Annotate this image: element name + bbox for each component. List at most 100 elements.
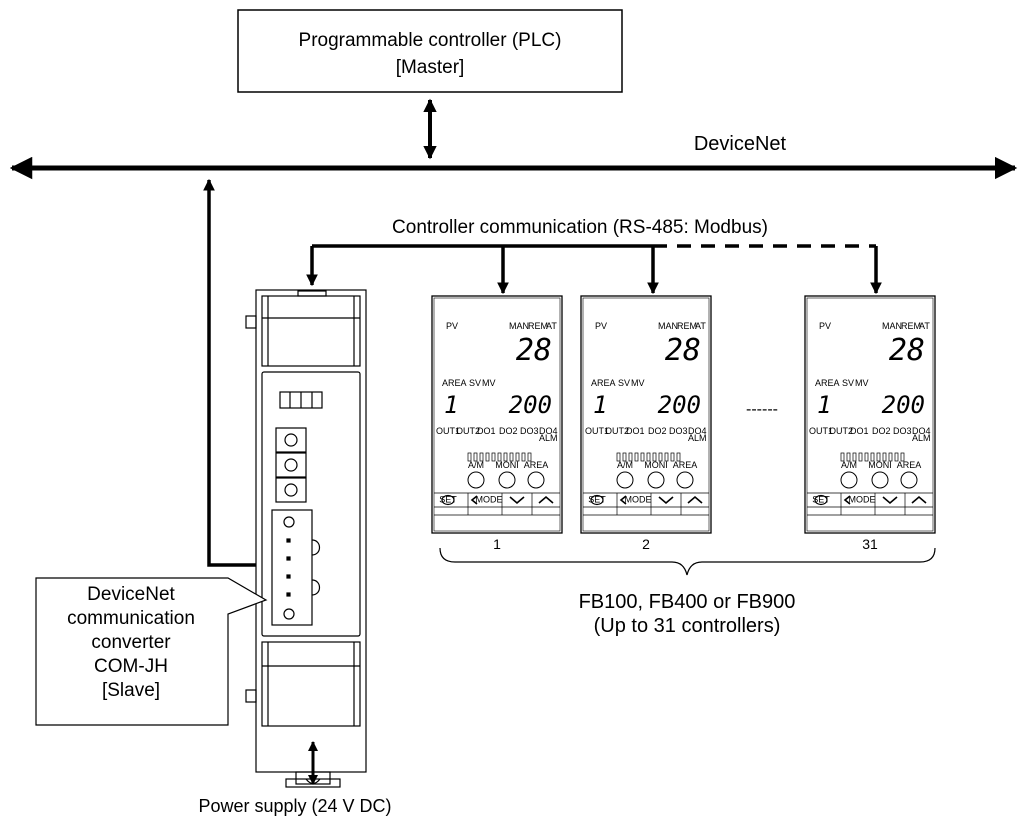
area-button[interactable] xyxy=(900,471,918,489)
down-key-icon[interactable] xyxy=(509,496,525,505)
am-button[interactable] xyxy=(467,471,485,489)
down-key-icon[interactable] xyxy=(658,496,674,505)
out1-label: OUT1 xyxy=(585,426,609,436)
rem-label: REM xyxy=(528,321,548,331)
mode-key-icon[interactable] xyxy=(470,495,478,505)
alm-label: ALM xyxy=(912,433,931,443)
do2-label: DO2 xyxy=(648,426,667,436)
controllers-brace xyxy=(439,547,936,576)
power-label: Power supply (24 V DC) xyxy=(198,796,391,816)
status-led xyxy=(894,452,899,462)
man-label: MAN xyxy=(658,321,678,331)
out2-label: OUT2 xyxy=(605,426,629,436)
group-label-line-2: (Up to 31 controllers) xyxy=(594,615,781,637)
mode-key-label: MODE xyxy=(625,495,652,505)
area-button-label: AREA xyxy=(524,460,549,470)
devicenet-label: DeviceNet xyxy=(694,133,787,155)
status-led xyxy=(840,452,845,462)
area-display: 1 xyxy=(444,391,458,419)
man-label: MAN xyxy=(509,321,529,331)
set-key-label: SET xyxy=(588,495,606,505)
status-led xyxy=(870,452,875,462)
sv-display: 200 xyxy=(658,391,701,419)
pv-label: PV xyxy=(446,321,458,331)
area-button[interactable] xyxy=(527,471,545,489)
status-led xyxy=(485,452,490,462)
am-button[interactable] xyxy=(616,471,634,489)
status-led xyxy=(503,452,508,462)
status-led xyxy=(664,452,669,462)
at-label: AT xyxy=(695,321,706,331)
do2-label: DO2 xyxy=(872,426,891,436)
moni-label: MONI xyxy=(495,460,519,470)
sv-label: SV xyxy=(618,378,630,388)
status-led xyxy=(527,452,532,462)
mode-key-icon[interactable] xyxy=(619,495,627,505)
set-key-label: SET xyxy=(439,495,457,505)
mv-label: MV xyxy=(631,378,645,388)
status-led xyxy=(634,452,639,462)
do4-label: DO4 xyxy=(688,426,707,436)
moni-button[interactable] xyxy=(647,471,665,489)
do4-label: DO4 xyxy=(912,426,931,436)
status-led xyxy=(497,452,502,462)
sv-label: SV xyxy=(469,378,481,388)
status-led xyxy=(676,452,681,462)
rem-label: REM xyxy=(677,321,697,331)
status-led xyxy=(622,452,627,462)
area-button[interactable] xyxy=(676,471,694,489)
status-led xyxy=(888,452,893,462)
moni-button[interactable] xyxy=(498,471,516,489)
mode-key-icon[interactable] xyxy=(843,495,851,505)
controller-number: 1 xyxy=(493,536,501,552)
mode-key-label: MODE xyxy=(476,495,503,505)
pv-label: PV xyxy=(595,321,607,331)
out1-label: OUT1 xyxy=(436,426,460,436)
converter-label-line-3: converter xyxy=(91,632,171,653)
status-led xyxy=(652,452,657,462)
status-led xyxy=(646,452,651,462)
up-key-icon[interactable] xyxy=(538,495,554,504)
up-key-icon[interactable] xyxy=(687,495,703,504)
mode-key-label: MODE xyxy=(849,495,876,505)
pv-display: 28 xyxy=(516,333,552,368)
sv-display: 200 xyxy=(509,391,552,419)
rem-label: REM xyxy=(901,321,921,331)
group-label-line-1: FB100, FB400 or FB900 xyxy=(579,591,796,613)
at-label: AT xyxy=(546,321,557,331)
set-key-icon xyxy=(441,494,455,506)
status-led xyxy=(479,452,484,462)
am-button[interactable] xyxy=(840,471,858,489)
moni-button[interactable] xyxy=(871,471,889,489)
out2-label: OUT2 xyxy=(829,426,853,436)
do3-label: DO3 xyxy=(669,426,688,436)
moni-label: MONI xyxy=(868,460,892,470)
converter-label-box: DeviceNet communication converter COM-JH… xyxy=(35,577,268,726)
area-display: 1 xyxy=(593,391,607,419)
status-led xyxy=(473,452,478,462)
area-display: 1 xyxy=(817,391,831,419)
status-led xyxy=(521,452,526,462)
controller-number: 2 xyxy=(642,536,650,552)
sv-label: SV xyxy=(842,378,854,388)
status-led xyxy=(509,452,514,462)
do2-label: DO2 xyxy=(499,426,518,436)
converter-device xyxy=(245,289,367,788)
status-led xyxy=(852,452,857,462)
alm-label: ALM xyxy=(539,433,558,443)
converter-bus-arrow xyxy=(203,178,272,571)
set-key-icon xyxy=(814,494,828,506)
do3-label: DO3 xyxy=(520,426,539,436)
sv-display: 200 xyxy=(882,391,925,419)
do1-label: DO1 xyxy=(626,426,645,436)
am-label: A/M xyxy=(841,460,857,470)
up-key-icon[interactable] xyxy=(911,495,927,504)
status-led xyxy=(876,452,881,462)
down-key-icon[interactable] xyxy=(882,496,898,505)
pv-label: PV xyxy=(819,321,831,331)
at-label: AT xyxy=(919,321,930,331)
